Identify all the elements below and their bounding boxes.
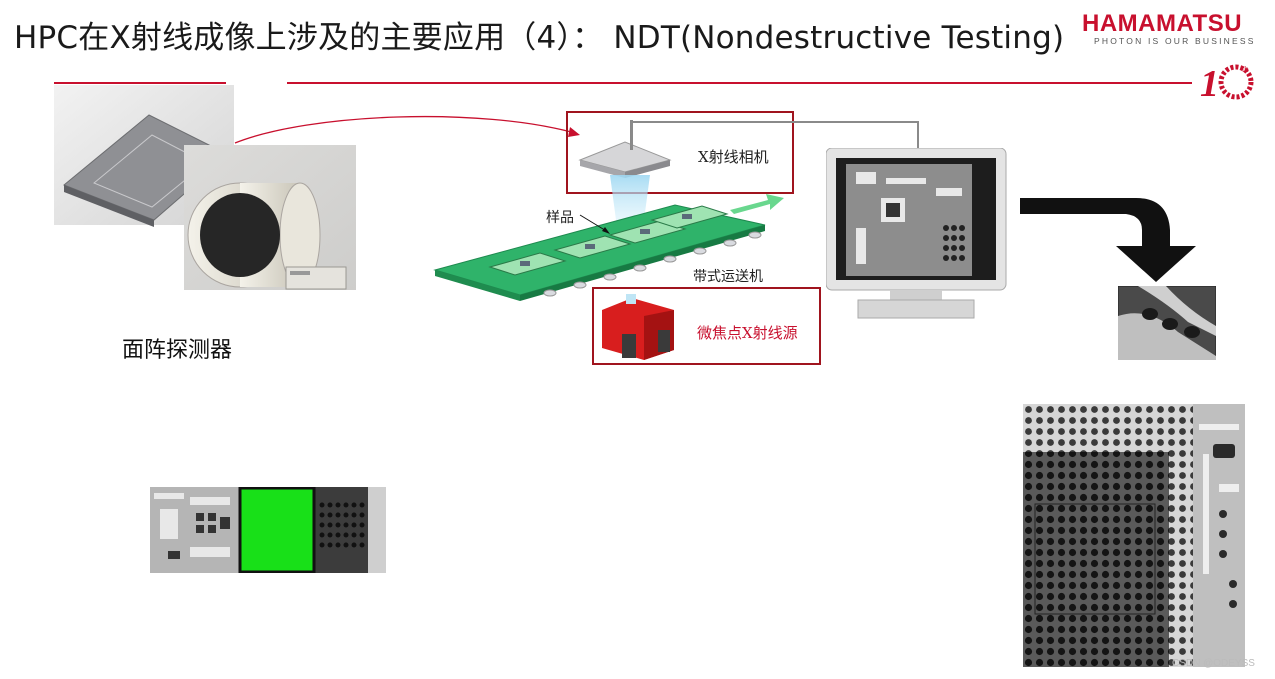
monitor-icon [826,148,1007,319]
detector-photo [54,85,356,290]
green-highlight-block [238,487,316,573]
result-arrow-icon [1020,198,1196,282]
slide-title: HPC在X射线成像上涉及的主要应用（4）： NDT(Nondestructive… [14,20,1065,56]
source-label: 微焦点X射线源 [697,324,798,342]
svg-text:1: 1 [1200,63,1219,102]
direction-arrow-icon [730,194,784,214]
watermark-text: CSDN @ODEYSS [1172,658,1255,669]
title-divider-right [287,82,1192,84]
brand-tagline: PHOTON IS OUR BUSINESS [1092,36,1258,46]
xray-strip-image [150,487,386,573]
svg-text:th: th [1242,65,1249,74]
source-highlight-box [592,287,821,365]
conveyor-belt [433,204,766,301]
camera-highlight-box [566,111,794,194]
conveyor-label: 带式运送机 [693,269,763,285]
camera-cable [631,121,919,152]
bga-xray-image [1023,404,1245,667]
anniversary-badge-icon: 1 th [1200,63,1254,102]
camera-label: X射线相机 [698,148,769,166]
curved-arrow-icon [234,115,580,144]
xray-source-icon [602,294,674,360]
solder-closeup-image [1118,286,1216,360]
detector-caption: 面阵探测器 [122,338,233,363]
brand-logo-text: HAMAMATSU [1078,10,1247,38]
title-divider-left [54,82,226,84]
sample-label: 样品 [546,210,574,226]
